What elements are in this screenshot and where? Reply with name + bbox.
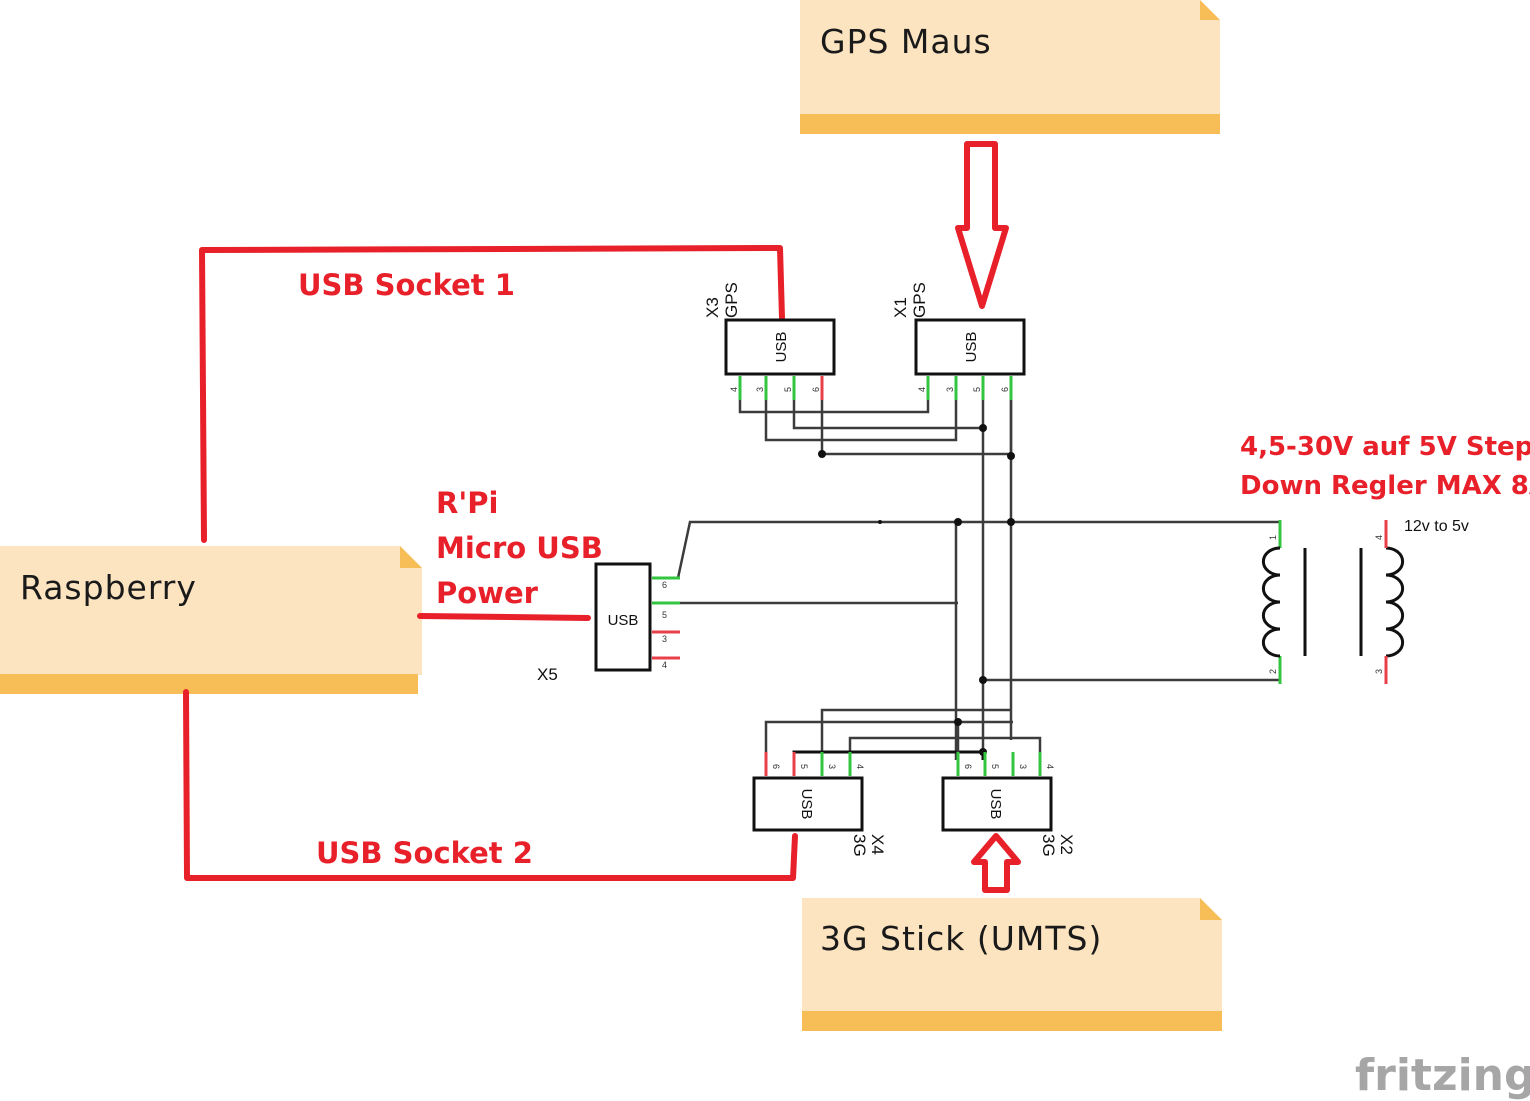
usb-x1-body: USB — [963, 332, 980, 363]
note-raspberry: Raspberry — [0, 546, 422, 694]
usb-x3: USB X3 GPS 4 3 5 6 — [703, 282, 836, 400]
svg-text:5: 5 — [783, 387, 793, 392]
usb-x2: USB X2 3G 6 5 3 4 — [941, 752, 1076, 857]
usb-x2-name: 3G — [1039, 834, 1058, 857]
usb-x1-ref: X1 — [891, 297, 910, 318]
usb-socket-2-label: USB Socket 2 — [316, 836, 533, 870]
usb-x4-body: USB — [798, 789, 815, 820]
usb-x1: USB X1 GPS 4 3 5 6 — [891, 282, 1026, 400]
usb-x2-ref: X2 — [1057, 834, 1076, 855]
svg-text:5: 5 — [972, 387, 982, 392]
svg-text:6: 6 — [1000, 387, 1010, 392]
usb-x3-name: GPS — [722, 282, 741, 318]
note-3g-stick-text: 3G Stick (UMTS) — [820, 919, 1102, 958]
usb-socket-1-wire — [199, 245, 785, 543]
svg-text:5: 5 — [662, 610, 667, 620]
rpi-label-line3: Power — [436, 576, 539, 610]
usb-x1-name: GPS — [910, 282, 929, 318]
rpi-power-wire — [417, 613, 591, 621]
svg-text:4: 4 — [917, 387, 927, 392]
rpi-label-line1: R'Pi — [436, 486, 498, 520]
regulator-label-line2: Down Regler MAX 8A — [1240, 471, 1530, 501]
junction-dots — [818, 424, 1015, 756]
usb-socket-2-wire — [183, 689, 798, 881]
note-gps-maus: GPS Maus — [800, 0, 1220, 134]
usb-x4-ref: X4 — [868, 834, 887, 855]
schematic-wires — [676, 398, 1280, 760]
usb-socket-1-label: USB Socket 1 — [298, 268, 515, 302]
svg-text:3: 3 — [662, 634, 667, 644]
usb-x3-ref: X3 — [703, 297, 722, 318]
svg-text:4: 4 — [729, 387, 739, 392]
svg-text:3: 3 — [827, 764, 837, 769]
svg-text:2: 2 — [1268, 669, 1278, 674]
svg-text:6: 6 — [811, 387, 821, 392]
usb-x3-body: USB — [773, 332, 790, 363]
note-raspberry-text: Raspberry — [20, 568, 197, 607]
transformer-caption: 12v to 5v — [1404, 518, 1469, 535]
svg-text:6: 6 — [963, 764, 973, 769]
svg-text:5: 5 — [799, 764, 809, 769]
svg-text:3: 3 — [755, 387, 765, 392]
usb-x2-body: USB — [987, 789, 1004, 820]
svg-text:4: 4 — [1045, 764, 1055, 769]
note-gps-maus-text: GPS Maus — [820, 22, 992, 61]
svg-text:6: 6 — [662, 580, 667, 590]
svg-text:4: 4 — [855, 764, 865, 769]
svg-text:4: 4 — [1374, 535, 1384, 540]
svg-text:3: 3 — [1374, 669, 1384, 674]
fritzing-logo: fritzing — [1355, 1050, 1530, 1101]
3g-arrow — [971, 833, 1021, 893]
regulator-label-line1: 4,5-30V auf 5V Step — [1240, 432, 1530, 462]
transformer: 1 2 4 3 12v to 5v — [1261, 518, 1469, 684]
svg-text:4: 4 — [662, 660, 667, 670]
svg-text:1: 1 — [1268, 535, 1278, 540]
usb-x5-ref: X5 — [537, 665, 558, 684]
usb-x5-body: USB — [608, 612, 639, 629]
rpi-label-line2: Micro USB — [436, 531, 603, 565]
red-connections — [183, 141, 1021, 893]
svg-text:3: 3 — [1018, 764, 1028, 769]
svg-text:5: 5 — [990, 764, 1000, 769]
usb-x4: USB X4 3G 6 5 3 4 — [752, 752, 887, 857]
svg-text:6: 6 — [771, 764, 781, 769]
usb-x5: USB X5 6 5 3 4 — [537, 562, 680, 684]
gps-arrow — [955, 141, 1009, 309]
note-3g-stick: 3G Stick (UMTS) — [802, 898, 1222, 1031]
usb-x4-name: 3G — [850, 834, 869, 857]
svg-text:3: 3 — [945, 387, 955, 392]
